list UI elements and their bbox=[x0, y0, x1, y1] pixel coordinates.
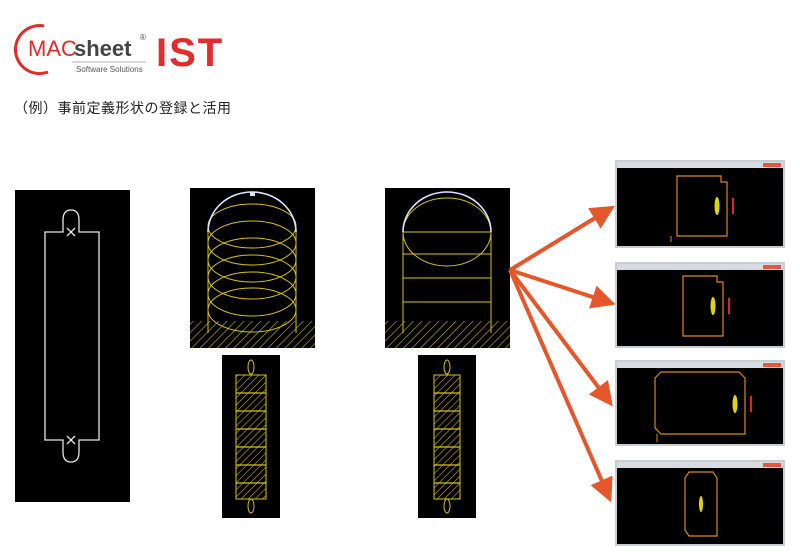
hatched-base bbox=[385, 321, 510, 348]
panel-shape-with-circles bbox=[190, 188, 315, 348]
arrow-3 bbox=[508, 268, 613, 407]
arch-top bbox=[402, 191, 492, 233]
logo: MAC sheet ® Software Solutions IST bbox=[14, 20, 274, 76]
hatched-base bbox=[190, 321, 315, 348]
result-window-3 bbox=[615, 360, 785, 446]
panel-original-outline bbox=[15, 190, 130, 502]
result-window-2 bbox=[615, 262, 785, 348]
arrow-1 bbox=[508, 205, 615, 272]
panel-strip-right bbox=[418, 355, 476, 518]
hatched-strip bbox=[433, 374, 461, 500]
caption: （例）事前定義形状の登録と活用 bbox=[14, 101, 232, 117]
logo-ring-icon bbox=[14, 24, 49, 76]
logo-brand-sheet: sheet bbox=[74, 36, 132, 61]
logo-registered-mark: ® bbox=[140, 33, 146, 42]
result-window-4 bbox=[615, 460, 785, 546]
arrow-4 bbox=[508, 269, 613, 503]
circle-stack bbox=[207, 203, 297, 333]
result-window-1 bbox=[615, 160, 785, 248]
logo-product-ist: IST bbox=[156, 31, 224, 75]
panel-shape-with-ellipse bbox=[385, 188, 510, 348]
arrows-group bbox=[508, 205, 616, 503]
logo-brand-mac: MAC bbox=[28, 36, 77, 61]
arch-top bbox=[207, 191, 297, 233]
line-stack bbox=[402, 197, 492, 333]
hatched-strip bbox=[235, 374, 267, 500]
logo-tagline: Software Solutions bbox=[76, 65, 143, 74]
panel-strip-left bbox=[222, 355, 280, 518]
outline-shape bbox=[44, 209, 100, 463]
arrow-2 bbox=[509, 268, 616, 309]
